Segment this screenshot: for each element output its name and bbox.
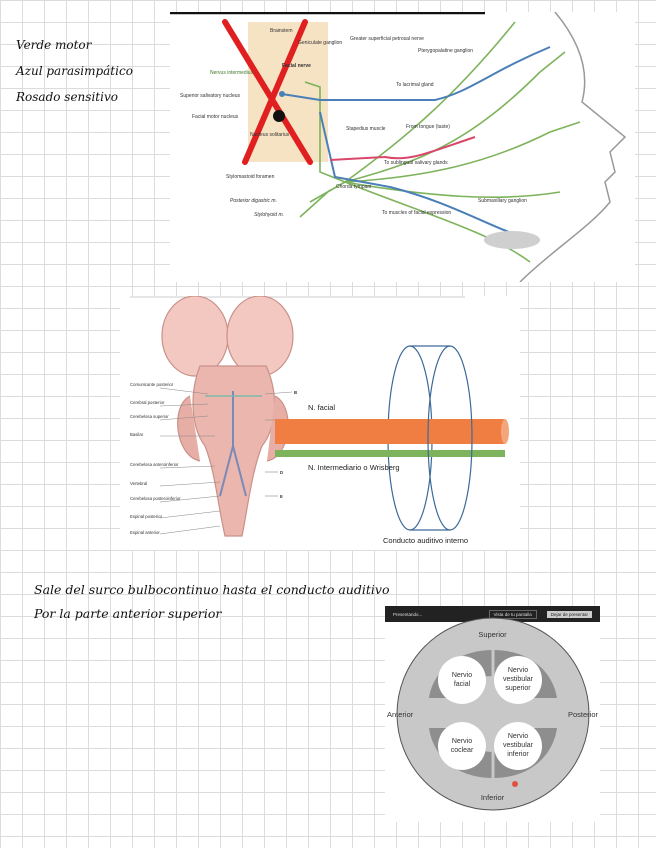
label-espinal-anterior: Espinal anterior (130, 530, 160, 535)
canal-cross-section: Presentando... Vista de tu pantalla Deja… (385, 606, 600, 822)
label-greater-petrosal: Greater superficial petrosal nerve (350, 36, 424, 42)
label-submaxillary: Submaxillary ganglion (478, 198, 527, 204)
label-stylohyoid: Stylohyoid m. (254, 212, 284, 218)
label-digastric: Posterior digastric m. (230, 198, 277, 204)
label-chorda: Chorda tympani (336, 184, 371, 190)
label-n-facial: N. facial (308, 403, 335, 412)
label-facial-motor: Facial motor nucleus (192, 114, 239, 120)
toolbar-view[interactable]: Vista de tu pantalla (488, 609, 537, 619)
facial-nerve-diagram: Brainstem Geniculate ganglion Facial ner… (170, 11, 635, 283)
motor-branches (299, 21, 581, 263)
face-outline (519, 11, 627, 283)
label-cerebral-posterior: Cerebral posterior (130, 400, 165, 405)
label-inferior: Inferior (480, 793, 505, 802)
label-cerebelosa-anteroinferior: Cerebelosa anteroinferior (130, 462, 179, 467)
label-brainstem: Brainstem (270, 28, 293, 34)
intermediate-nerve-band (275, 450, 505, 457)
label-sublingual: To sublingual salivary glands (384, 160, 448, 166)
label-espinal-posterior: Espinal posterior (130, 514, 163, 519)
gland-shape (484, 231, 540, 249)
label-comunicante-posterior: Comunicante posterior (130, 382, 174, 387)
label-nervio-vestibular-superior: Nervio vestibular superior (503, 667, 533, 692)
legend-motor: Verde motor (16, 38, 92, 52)
label-facial-expression: To muscles of facial expression (382, 210, 451, 216)
nervio-coclear-circle (438, 722, 486, 770)
label-nervio-vestibular-inferior: Nervio vestibular inferior (503, 733, 533, 758)
facial-nerve-svg: Brainstem Geniculate ganglion Facial ner… (170, 11, 627, 283)
label-nervio-coclear: Nervio coclear (450, 738, 474, 754)
label-n-intermediario: N. Intermediario o Wrisberg (308, 463, 400, 472)
label-stapedius: Stapedius muscle (346, 126, 386, 132)
stop-presenting-button[interactable]: Dejar de presentar (546, 610, 592, 618)
brainstem-block (248, 22, 328, 162)
nervio-vestibular-superior-circle (494, 656, 542, 704)
sensory-path (329, 136, 476, 161)
brainstem-canal-diagram: Comunicante posterior Cerebral posterior… (120, 295, 520, 550)
legend-sensory: Rosado sensitivo (16, 90, 118, 104)
red-cross-mark (222, 19, 313, 165)
nervio-facial-circle (438, 656, 486, 704)
label-vertebral: Vertebral (130, 481, 147, 486)
label-from-tongue: From tongue (taste) (406, 124, 450, 130)
label-anterior: Anterior (387, 710, 414, 719)
meeting-toolbar: Presentando... Vista de tu pantalla Deja… (385, 606, 600, 622)
label-facial-nerve: Facial nerve (282, 63, 311, 69)
label-nervus-intermedius: Nervus intermedius (210, 70, 254, 76)
canal-front-rim (427, 345, 473, 531)
cross-section-svg (396, 617, 590, 811)
letter-e: E (280, 494, 283, 499)
label-nucleus-solitarius: Nucleus solitarius (250, 132, 290, 138)
label-conducto: Conducto auditivo interno (383, 536, 468, 545)
label-basilar: Basilar (130, 432, 144, 437)
nervio-vestibular-inferior-circle (494, 722, 542, 770)
note-sentence-1: Sale del surco bulbocontinuo hasta el co… (34, 582, 390, 597)
note-sentence-2: Por la parte anterior superior (34, 606, 222, 621)
brainstem-canal-svg: Comunicante posterior Cerebral posterior… (130, 295, 509, 545)
facial-nerve-band (275, 419, 505, 444)
nucleus-dot (273, 110, 285, 122)
label-superior: Superior (478, 630, 507, 639)
label-pterygopalatine: Pterygopalatine ganglion (418, 48, 473, 54)
legend-parasympathetic: Azul parasimpático (16, 64, 133, 78)
label-lacrimal: To lacrimal gland (396, 82, 434, 88)
letter-d: D (280, 470, 283, 475)
label-stylomastoid: Stylomastoid foramen (226, 174, 275, 180)
label-cerebelosa-superior: Cerebelosa superior (130, 414, 169, 419)
label-posterior: Posterior (567, 710, 598, 719)
toolbar-presenting: Presentando... (393, 611, 423, 617)
label-nervio-facial: Nervio facial (451, 672, 473, 688)
label-geniculate: Geniculate ganglion (298, 40, 342, 46)
label-superior-salivatory: Superior salivatory nucleus (180, 93, 241, 99)
pointer-dot (512, 781, 518, 787)
label-cerebelosa-posteroinferior: Cerebelosa posteroinferior (130, 496, 181, 501)
letter-b: B (294, 390, 297, 395)
